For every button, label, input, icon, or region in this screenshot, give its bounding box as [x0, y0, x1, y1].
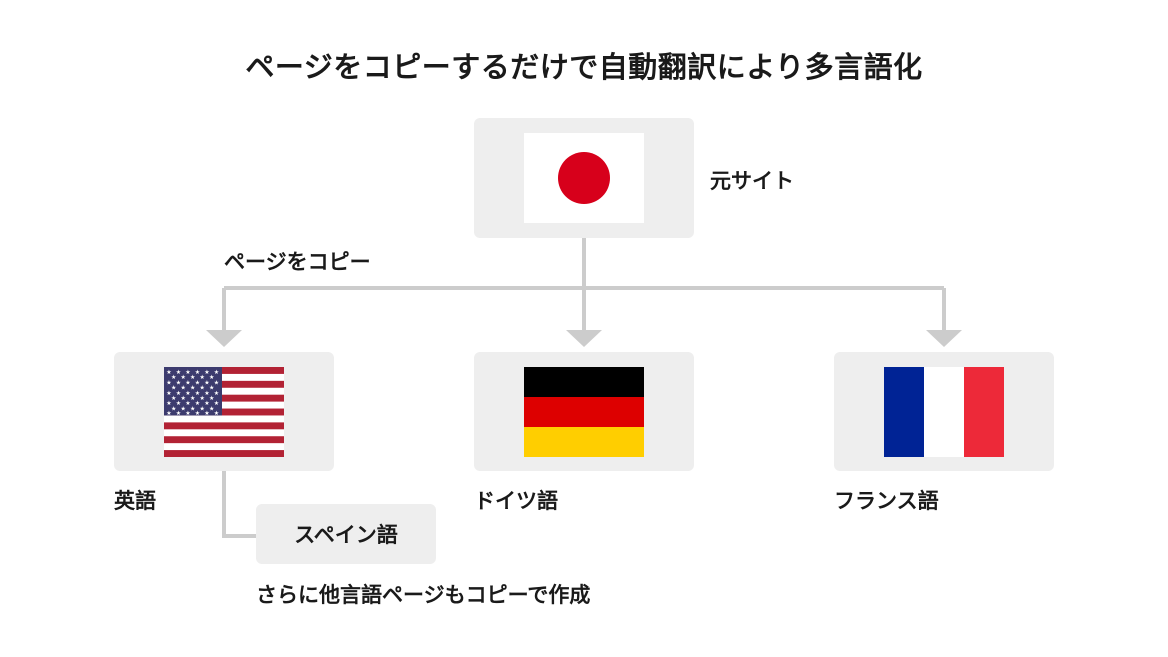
source-site-box	[474, 118, 694, 238]
svg-text:★: ★	[209, 405, 214, 412]
svg-text:★: ★	[195, 410, 200, 417]
copy-page-label: ページをコピー	[224, 250, 371, 274]
germany-flag-icon	[524, 367, 644, 457]
svg-text:★: ★	[214, 369, 219, 376]
svg-text:★: ★	[166, 379, 171, 386]
svg-text:★: ★	[185, 410, 190, 417]
english-label: 英語	[114, 489, 156, 513]
svg-text:★: ★	[200, 374, 205, 381]
svg-text:★: ★	[171, 385, 176, 392]
svg-text:★: ★	[200, 395, 205, 402]
svg-text:★: ★	[185, 390, 190, 397]
svg-text:★: ★	[190, 385, 195, 392]
arrow-down-icon	[206, 330, 242, 347]
svg-text:★: ★	[195, 379, 200, 386]
german-box	[474, 352, 694, 471]
page-title: ページをコピーするだけで自動翻訳により多言語化	[245, 50, 923, 84]
svg-text:★: ★	[171, 374, 176, 381]
svg-text:★: ★	[214, 379, 219, 386]
french-box	[834, 352, 1054, 471]
svg-text:★: ★	[181, 385, 186, 392]
svg-text:★: ★	[185, 379, 190, 386]
svg-text:★: ★	[181, 405, 186, 412]
svg-text:★: ★	[166, 400, 171, 407]
svg-text:★: ★	[185, 369, 190, 376]
spanish-label: スペイン語	[294, 523, 398, 547]
svg-text:★: ★	[209, 374, 214, 381]
source-site-label: 元サイト	[710, 169, 794, 193]
spanish-box: スペイン語	[256, 504, 436, 564]
svg-text:★: ★	[176, 400, 181, 407]
svg-text:★: ★	[195, 400, 200, 407]
french-label: フランス語	[834, 489, 939, 513]
svg-text:★: ★	[176, 390, 181, 397]
svg-text:★: ★	[204, 400, 209, 407]
svg-text:★: ★	[204, 379, 209, 386]
english-box: ★★★★★★ ★★★★★ ★★★★★★ ★★★★★ ★★★★★★ ★★★★★ ★…	[114, 352, 334, 471]
svg-text:★: ★	[200, 405, 205, 412]
svg-text:★: ★	[200, 385, 205, 392]
svg-text:★: ★	[171, 395, 176, 402]
svg-text:★: ★	[214, 400, 219, 407]
svg-text:★: ★	[190, 405, 195, 412]
svg-text:★: ★	[190, 395, 195, 402]
svg-text:★: ★	[209, 385, 214, 392]
france-flag-icon	[884, 367, 1004, 457]
connector-to-spanish	[222, 471, 256, 538]
japan-flag-icon	[524, 133, 644, 223]
svg-text:★: ★	[204, 410, 209, 417]
arrow-down-icon	[926, 330, 962, 347]
svg-text:★: ★	[176, 369, 181, 376]
arrow-down-icon	[566, 330, 602, 347]
svg-text:★: ★	[181, 395, 186, 402]
svg-text:★: ★	[214, 410, 219, 417]
svg-text:★: ★	[166, 390, 171, 397]
svg-text:★: ★	[214, 390, 219, 397]
svg-text:★: ★	[195, 369, 200, 376]
svg-text:★: ★	[204, 390, 209, 397]
usa-flag-icon: ★★★★★★ ★★★★★ ★★★★★★ ★★★★★ ★★★★★★ ★★★★★ ★…	[164, 367, 284, 457]
svg-text:★: ★	[209, 395, 214, 402]
svg-text:★: ★	[166, 410, 171, 417]
svg-text:★: ★	[204, 369, 209, 376]
svg-text:★: ★	[166, 369, 171, 376]
svg-text:★: ★	[176, 379, 181, 386]
svg-text:★: ★	[195, 390, 200, 397]
german-label: ドイツ語	[474, 489, 558, 513]
svg-text:★: ★	[185, 400, 190, 407]
footer-note: さらに他言語ページもコピーで作成	[256, 583, 591, 607]
svg-text:★: ★	[171, 405, 176, 412]
svg-text:★: ★	[176, 410, 181, 417]
svg-text:★: ★	[190, 374, 195, 381]
svg-text:★: ★	[181, 374, 186, 381]
